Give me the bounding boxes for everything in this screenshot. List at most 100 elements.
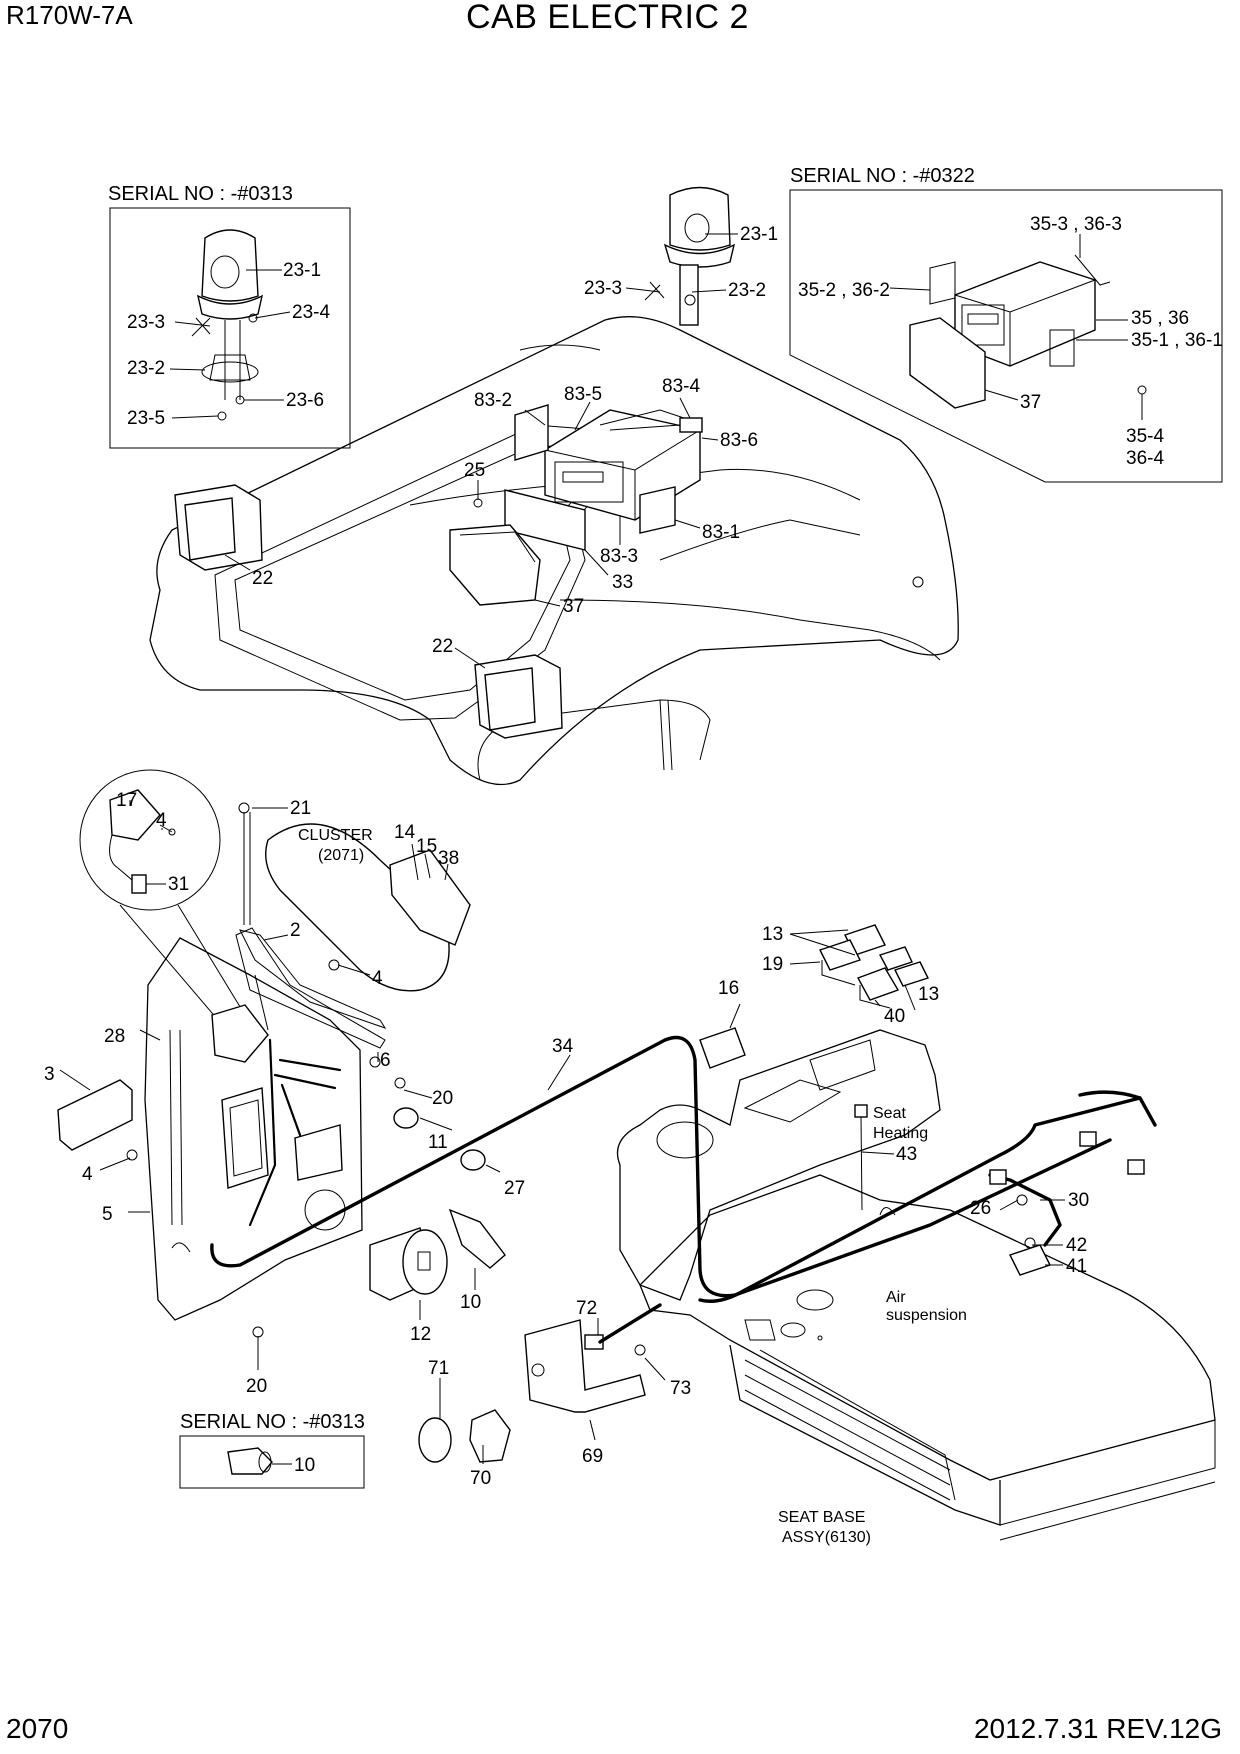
callout-83-5: 83-5	[564, 384, 602, 405]
screw-6-icon	[369, 1056, 381, 1068]
callout-26: 26	[970, 1198, 991, 1219]
callout-13-top: 13	[762, 924, 783, 945]
beacon-lamp-icon	[191, 229, 264, 421]
callout-70: 70	[470, 1468, 491, 1489]
callout-25: 25	[464, 460, 485, 481]
bolt-26-icon	[1016, 1194, 1028, 1206]
work-lamp-right-icon	[474, 654, 563, 739]
callout-83-6: 83-6	[720, 430, 758, 451]
harness-branch-72	[598, 1303, 662, 1344]
callout-73: 73	[670, 1378, 691, 1399]
callout-35-3-36-3: 35-3 , 36-3	[1030, 214, 1122, 235]
hour-meter-icon	[369, 1227, 448, 1301]
callout-16: 16	[718, 978, 739, 999]
callout-40: 40	[884, 1006, 905, 1027]
callout-14: 14	[394, 822, 416, 843]
callout-15: 15	[416, 836, 437, 857]
callout-21: 21	[290, 798, 311, 819]
note-seat-heating-1: Seat	[873, 1105, 906, 1122]
callout-41: 41	[1066, 1256, 1087, 1277]
bolt-20b-icon	[252, 1326, 264, 1338]
connector-seat-b-icon	[1127, 1159, 1145, 1175]
callout-4-panel: 4	[372, 968, 383, 989]
callout-33: 33	[612, 572, 633, 593]
radio-unit-icon	[909, 254, 1147, 409]
note-air-1: Air	[886, 1289, 906, 1306]
page-number: 2070	[6, 1713, 69, 1744]
controller-16-icon	[699, 1027, 746, 1069]
callout-10: 10	[460, 1292, 481, 1313]
inset-lighter: SERIAL NO : -#0313 10	[179, 1411, 365, 1489]
callout-roof-23-3: 23-3	[584, 278, 622, 299]
callout-35-1-36-1: 35-1 , 36-1	[1131, 330, 1223, 351]
callout-20: 20	[432, 1088, 453, 1109]
bolt-20-icon	[394, 1077, 406, 1089]
callout-10-inset: 10	[294, 1455, 315, 1476]
right-console	[616, 1029, 941, 1301]
note-seat-base-1: SEAT BASE	[778, 1509, 865, 1526]
callout-22-right: 22	[432, 636, 453, 657]
callout-83-1: 83-1	[702, 522, 740, 543]
callout-37-roof: 37	[563, 596, 584, 617]
note-cluster: CLUSTER	[298, 827, 373, 844]
page-title: CAB ELECTRIC 2	[466, 0, 749, 36]
callout-17: 17	[116, 790, 137, 811]
callout-27: 27	[504, 1178, 525, 1199]
bracket-icon	[239, 929, 387, 1029]
callout-2: 2	[290, 920, 301, 941]
side-panel	[144, 927, 386, 1321]
callout-34: 34	[552, 1036, 574, 1057]
inset-beacon-frame	[109, 207, 351, 449]
note-seat-heating-2: Heating	[873, 1125, 928, 1142]
inset-beacon-serial: SERIAL NO : -#0313	[108, 183, 293, 205]
cluster-cover-icon	[265, 823, 450, 992]
nut-42-icon	[1024, 1237, 1036, 1249]
roof-beacon-icon	[644, 186, 736, 326]
callout-35-2-36-2: 35-2 , 36-2	[798, 280, 890, 301]
callout-83-4: 83-4	[662, 376, 700, 397]
callout-83-2: 83-2	[474, 390, 512, 411]
callout-23-3: 23-3	[127, 312, 165, 333]
callout-83-3: 83-3	[600, 546, 638, 567]
connector-30-icon	[989, 1169, 1007, 1185]
inset-radio: SERIAL NO : -#0322 35-3 , 36-3 35-2 , 36…	[789, 165, 1223, 483]
callout-31: 31	[168, 874, 189, 895]
cigar-lighter-icon	[448, 1208, 506, 1269]
inset-radio-serial: SERIAL NO : -#0322	[790, 165, 975, 187]
callout-72: 72	[576, 1298, 597, 1319]
callout-roof-23-1: 23-1	[740, 224, 778, 245]
connector-seat-a-icon	[1079, 1131, 1097, 1147]
note-air-2: suspension	[886, 1307, 967, 1324]
seat-heating-harness	[698, 1096, 1142, 1303]
connector-43-icon	[854, 1104, 868, 1118]
callout-23-5: 23-5	[127, 408, 165, 429]
note-cluster-ref: (2071)	[318, 847, 364, 864]
bolt-73-icon	[634, 1344, 646, 1356]
callout-4-detail: 4	[156, 810, 167, 831]
inset-lighter-serial: SERIAL NO : -#0313	[180, 1411, 365, 1433]
callout-38: 38	[438, 848, 459, 869]
callout-36-4: 36-4	[1126, 448, 1164, 469]
revision-date: 2012.7.31 REV.12G	[973, 1713, 1222, 1744]
inset-beacon: SERIAL NO : -#0313 23-1 23-3 23-4 23-2	[108, 183, 351, 449]
callout-23-4: 23-4	[292, 302, 330, 323]
socket-11-icon	[393, 1107, 419, 1129]
switch-70-icon	[469, 1409, 511, 1463]
callout-35-36: 35 , 36	[1131, 308, 1189, 329]
screw-4-icon	[126, 1149, 138, 1161]
callout-28: 28	[104, 1026, 125, 1047]
callout-3: 3	[44, 1064, 55, 1085]
callout-23-6: 23-6	[286, 390, 324, 411]
sun-visor-icon	[449, 524, 541, 606]
inset-radio-frame	[789, 189, 1223, 483]
callout-42: 42	[1066, 1235, 1087, 1256]
inset-lighter-frame	[179, 1435, 365, 1489]
callout-5: 5	[102, 1204, 113, 1225]
callout-13-right: 13	[918, 984, 939, 1005]
washer-71-icon	[418, 1417, 452, 1463]
detail-circle	[79, 769, 246, 1021]
panel-wiring	[248, 1038, 342, 1227]
switch-block-icon	[389, 849, 471, 946]
callout-20-bottom: 20	[246, 1376, 267, 1397]
